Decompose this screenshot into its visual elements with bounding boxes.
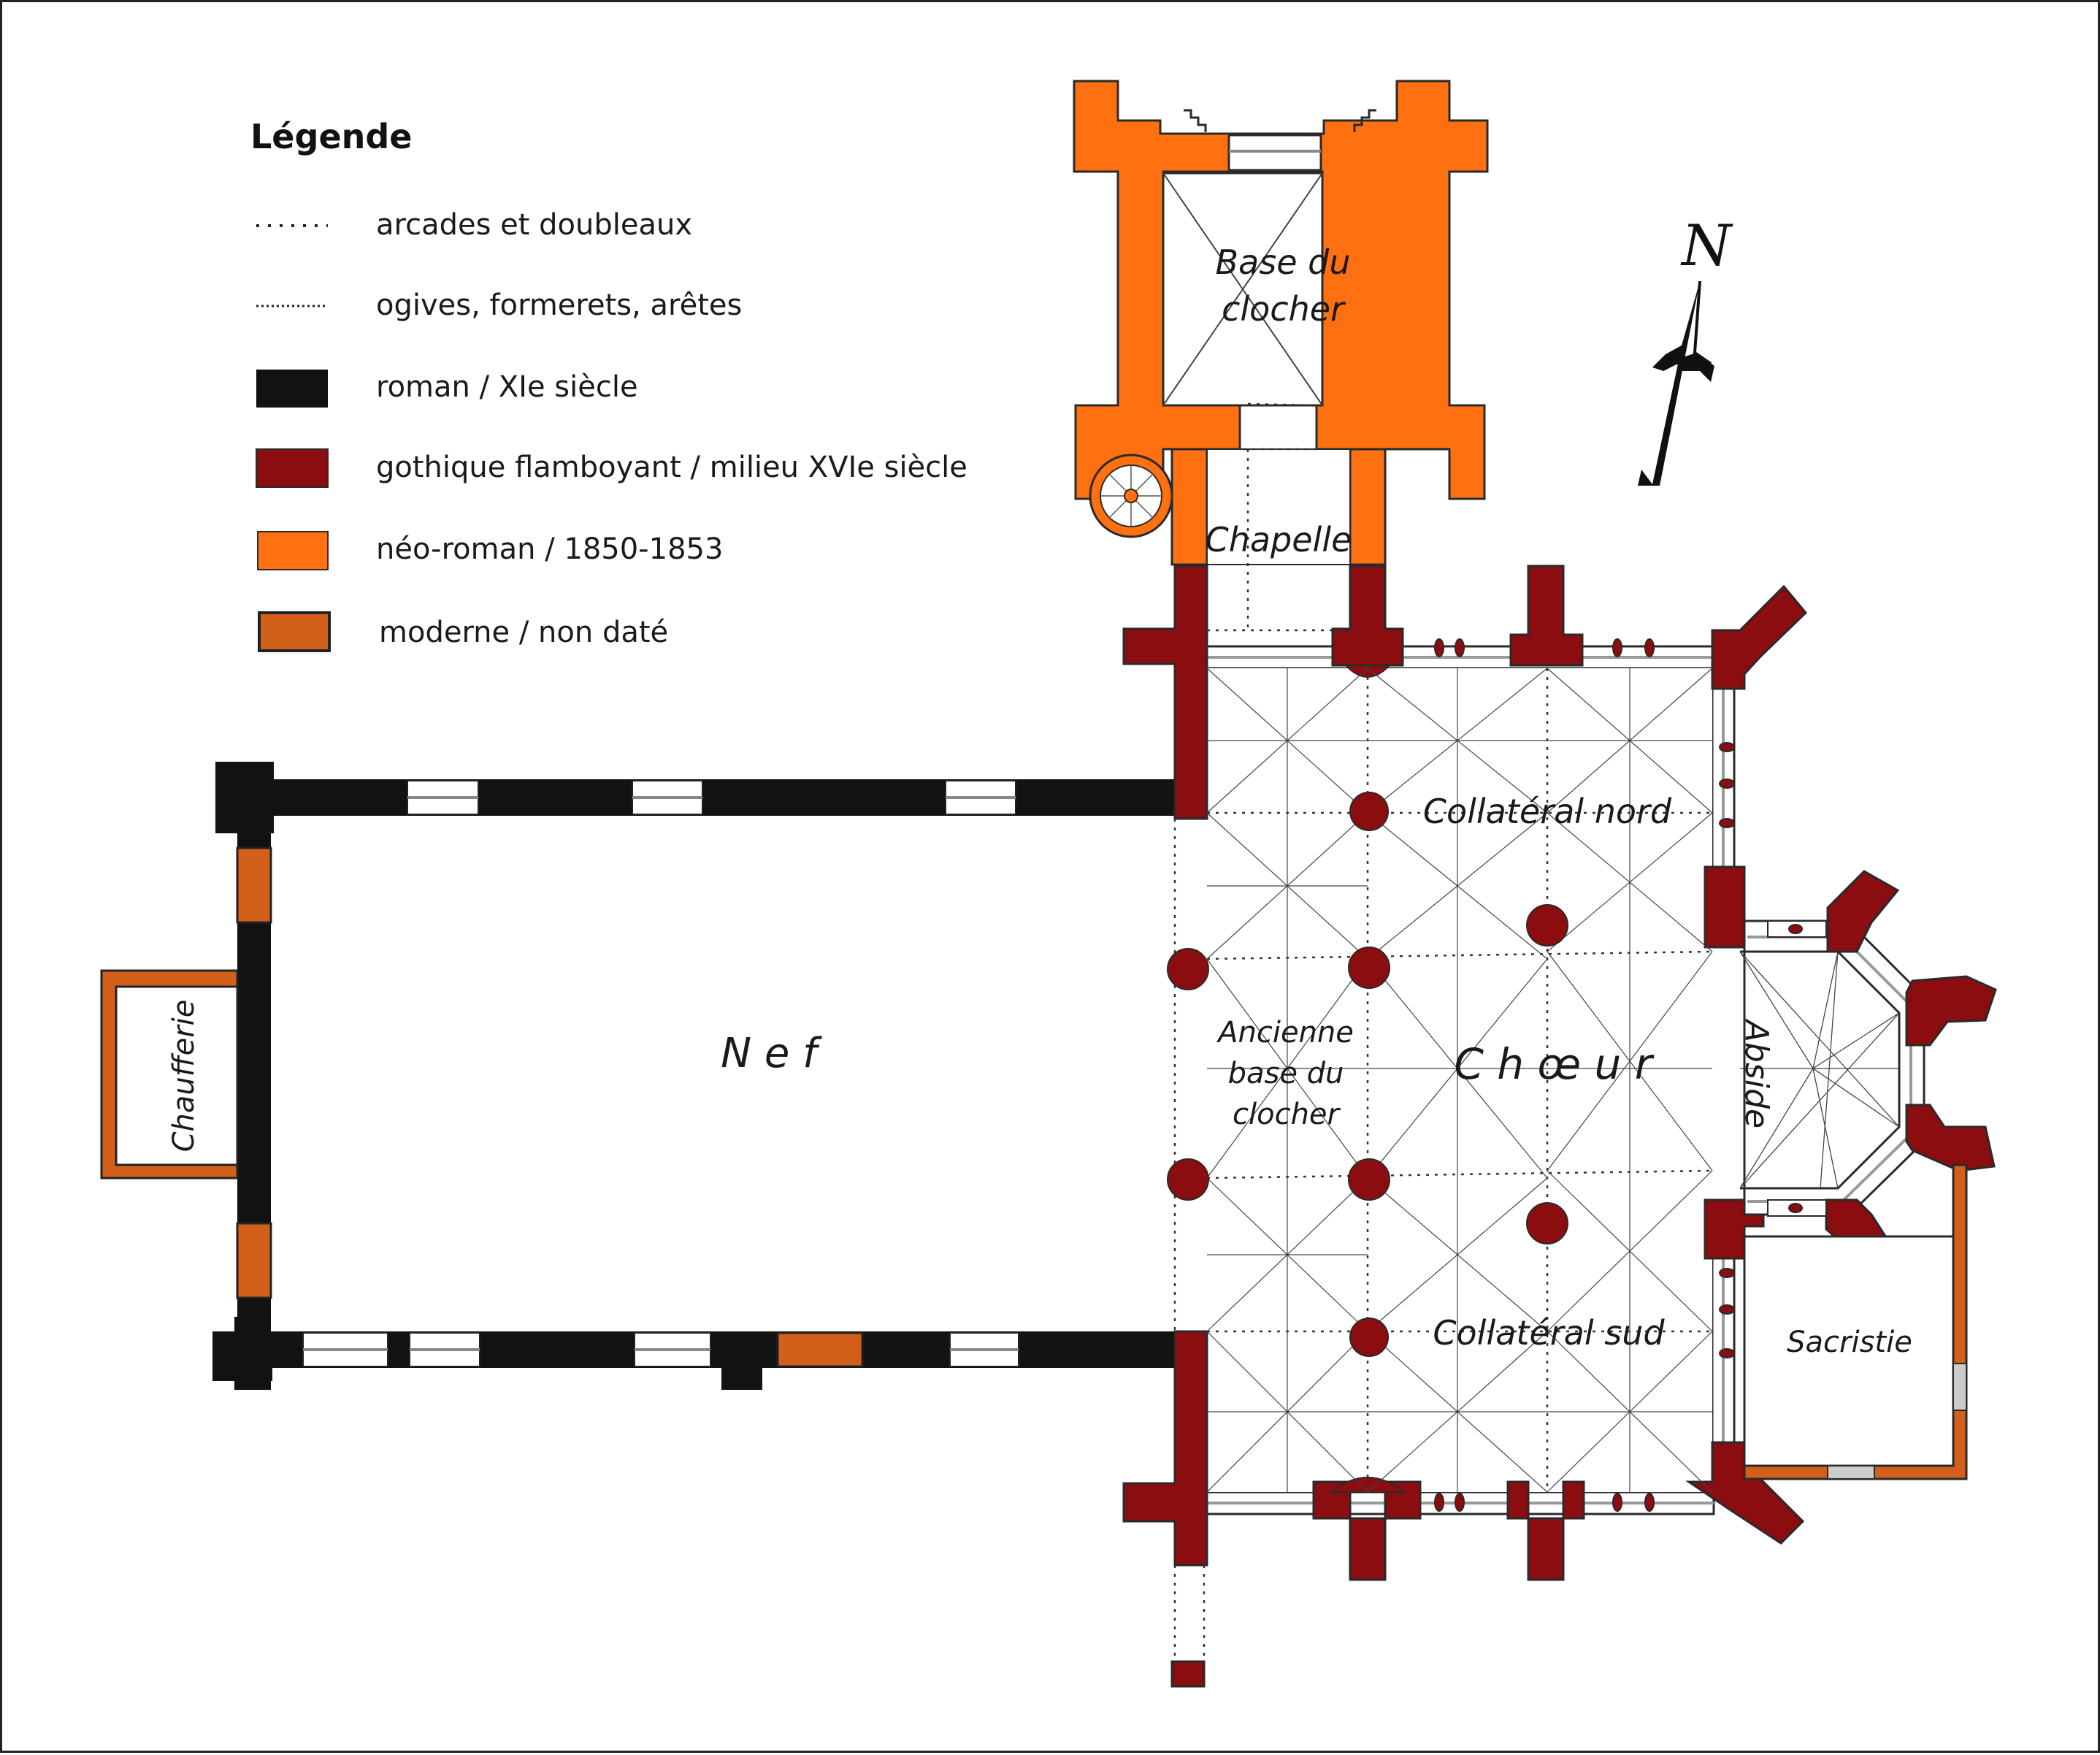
legend-swatch-gothique: [256, 448, 329, 488]
north-arrow-icon: N: [1638, 213, 1733, 486]
legend-label-roman: roman / XIe siècle: [376, 370, 638, 404]
legend-label-gothique: gothique flamboyant / milieu XVIe siècle: [376, 451, 967, 484]
label-chaufferie: Chaufferie: [167, 1000, 201, 1152]
legend-title: Légende: [250, 117, 413, 156]
legend-label-moderne: moderne / non daté: [379, 616, 668, 649]
room-labels: Base du clocher Chapelle Collatéral nord…: [721, 242, 1912, 1359]
compass-label: N: [1680, 213, 1733, 279]
label-nef: N e f: [721, 1030, 822, 1077]
legend-swatch-neoroman: [257, 531, 329, 570]
label-ancienne-line1: Ancienne: [1216, 1016, 1354, 1049]
legend: Légende arcades et doubleaux ogives, for…: [250, 117, 967, 652]
label-collateral-nord: Collatéral nord: [1423, 792, 1672, 831]
sacristie: [1743, 1163, 1968, 1480]
label-base-clocher-line1: Base du: [1216, 242, 1351, 282]
chaufferie-annex: Chaufferie: [100, 969, 239, 1179]
label-abside: Abside: [1738, 1018, 1775, 1128]
gothic-choir: [1122, 402, 1808, 1688]
label-collateral-sud: Collatéral sud: [1433, 1313, 1665, 1353]
rib-vaults: [1206, 668, 1713, 1493]
nave-walls: [212, 762, 1178, 1390]
label-ancienne-line3: clocher: [1233, 1098, 1341, 1131]
apse: [1739, 870, 1997, 1274]
label-choeur: C h œ u r: [1454, 1039, 1654, 1089]
label-sacristie: Sacristie: [1787, 1326, 1912, 1359]
label-ancienne-line2: base du: [1228, 1057, 1344, 1090]
label-base-clocher-line2: clocher: [1222, 289, 1346, 329]
legend-label-neoroman: néo-roman / 1850-1853: [376, 532, 723, 566]
legend-swatch-roman: [256, 370, 328, 408]
round-piers: [1167, 792, 1568, 1357]
legend-label-arcades: arcades et doubleaux: [376, 208, 692, 242]
label-chapelle: Chapelle: [1206, 520, 1352, 559]
legend-label-ogives: ogives, formerets, arêtes: [376, 288, 742, 322]
bell-tower: [1073, 80, 1489, 566]
legend-swatch-moderne: [258, 611, 331, 652]
